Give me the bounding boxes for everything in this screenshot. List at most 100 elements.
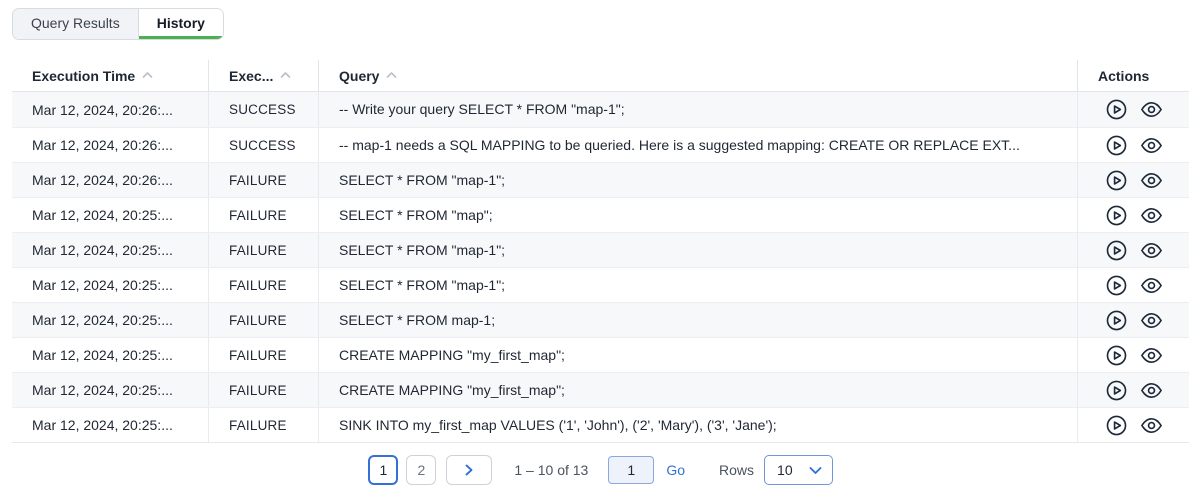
chevron-right-icon (465, 464, 473, 476)
rows-per-page-select[interactable]: 10 (764, 455, 833, 485)
page-button-2[interactable]: 2 (406, 455, 437, 485)
tab-query-results[interactable]: Query Results (13, 9, 139, 39)
rows-per-page-value: 10 (777, 462, 793, 478)
eye-icon (1140, 277, 1162, 293)
cell-execution-status: FAILURE (208, 198, 318, 232)
cell-actions (1077, 92, 1189, 127)
cell-actions (1077, 408, 1189, 442)
column-header-label: Execution Time (32, 67, 136, 84)
cell-execution-time: Mar 12, 2024, 20:25:... (32, 382, 173, 398)
cell-execution-status: FAILURE (208, 408, 318, 442)
view-details-button[interactable] (1140, 98, 1163, 121)
view-details-button[interactable] (1140, 239, 1163, 262)
cell-actions (1077, 268, 1189, 302)
table-row[interactable]: Mar 12, 2024, 20:25:... FAILURE SELECT *… (12, 302, 1189, 337)
cell-execution-time: Mar 12, 2024, 20:25:... (32, 347, 173, 363)
eye-icon (1140, 172, 1162, 188)
run-query-button[interactable] (1105, 414, 1128, 437)
tab-history[interactable]: History (138, 9, 223, 39)
cell-query: -- Write your query SELECT * FROM "map-1… (318, 92, 1077, 127)
run-query-button[interactable] (1105, 379, 1128, 402)
play-icon (1106, 135, 1126, 155)
run-query-button[interactable] (1105, 134, 1128, 157)
column-header-exec[interactable]: Exec... (208, 60, 318, 91)
cell-actions (1077, 128, 1189, 162)
column-header-label: Exec... (229, 67, 274, 84)
table-row[interactable]: Mar 12, 2024, 20:26:... FAILURE SELECT *… (12, 162, 1189, 197)
play-icon (1106, 415, 1126, 435)
eye-icon (1140, 137, 1162, 153)
play-icon (1106, 205, 1126, 225)
run-query-button[interactable] (1105, 239, 1128, 262)
table-row[interactable]: Mar 12, 2024, 20:25:... FAILURE SELECT *… (12, 267, 1189, 302)
cell-query: SELECT * FROM "map-1"; (318, 268, 1077, 302)
view-details-button[interactable] (1140, 134, 1163, 157)
sort-caret-icon (142, 71, 153, 79)
play-icon (1106, 310, 1126, 330)
view-details-button[interactable] (1140, 344, 1163, 367)
cell-execution-time: Mar 12, 2024, 20:25:... (32, 242, 173, 258)
table-row[interactable]: Mar 12, 2024, 20:25:... FAILURE SELECT *… (12, 197, 1189, 232)
column-header-query[interactable]: Query (318, 60, 1077, 91)
table-header-row: Execution Time Exec... Query Actions (12, 60, 1189, 92)
cell-actions (1077, 233, 1189, 267)
cell-actions (1077, 163, 1189, 197)
tab-bar: Query Results History (12, 8, 224, 40)
run-query-button[interactable] (1105, 309, 1128, 332)
table-row[interactable]: Mar 12, 2024, 20:25:... FAILURE CREATE M… (12, 372, 1189, 407)
cell-query: -- map-1 needs a SQL MAPPING to be queri… (318, 128, 1077, 162)
play-icon (1106, 240, 1126, 260)
query-history-table: Execution Time Exec... Query Actions Mar… (12, 60, 1189, 443)
cell-query: CREATE MAPPING "my_first_map"; (318, 338, 1077, 372)
column-header-label: Actions (1098, 67, 1150, 84)
column-header-execution-time[interactable]: Execution Time (12, 60, 208, 91)
next-page-button[interactable] (446, 455, 493, 485)
pagination: 1 2 1 – 10 of 13 Go Rows 10 (0, 455, 1201, 485)
rows-per-page-label: Rows (719, 462, 755, 478)
column-header-label: Query (339, 67, 380, 84)
cell-execution-status: SUCCESS (208, 92, 318, 127)
cell-query: SELECT * FROM "map-1"; (318, 233, 1077, 267)
eye-icon (1140, 207, 1162, 223)
cell-query: SINK INTO my_first_map VALUES ('1', 'Joh… (318, 408, 1077, 442)
play-icon (1106, 275, 1126, 295)
view-details-button[interactable] (1140, 204, 1163, 227)
cell-execution-status: FAILURE (208, 303, 318, 337)
view-details-button[interactable] (1140, 169, 1163, 192)
table-row[interactable]: Mar 12, 2024, 20:26:... SUCCESS -- Write… (12, 92, 1189, 127)
view-details-button[interactable] (1140, 379, 1163, 402)
goto-page-input[interactable] (608, 456, 655, 484)
table-row[interactable]: Mar 12, 2024, 20:26:... SUCCESS -- map-1… (12, 127, 1189, 162)
sort-caret-icon (386, 71, 397, 79)
table-body: Mar 12, 2024, 20:26:... SUCCESS -- Write… (12, 92, 1189, 442)
table-row[interactable]: Mar 12, 2024, 20:25:... FAILURE SELECT *… (12, 232, 1189, 267)
play-icon (1106, 99, 1126, 120)
view-details-button[interactable] (1140, 414, 1163, 437)
view-details-button[interactable] (1140, 274, 1163, 297)
table-row[interactable]: Mar 12, 2024, 20:25:... FAILURE CREATE M… (12, 337, 1189, 372)
cell-actions (1077, 303, 1189, 337)
table-row[interactable]: Mar 12, 2024, 20:25:... FAILURE SINK INT… (12, 407, 1189, 442)
run-query-button[interactable] (1105, 98, 1128, 121)
play-icon (1106, 380, 1126, 400)
run-query-button[interactable] (1105, 344, 1128, 367)
go-button[interactable]: Go (666, 462, 686, 478)
run-query-button[interactable] (1105, 204, 1128, 227)
run-query-button[interactable] (1105, 274, 1128, 297)
cell-execution-time: Mar 12, 2024, 20:25:... (32, 417, 173, 433)
view-details-button[interactable] (1140, 309, 1163, 332)
cell-query: CREATE MAPPING "my_first_map"; (318, 373, 1077, 407)
cell-execution-time: Mar 12, 2024, 20:25:... (32, 312, 173, 328)
run-query-button[interactable] (1105, 169, 1128, 192)
cell-actions (1077, 373, 1189, 407)
eye-icon (1140, 417, 1162, 433)
cell-query: SELECT * FROM "map"; (318, 198, 1077, 232)
cell-execution-status: FAILURE (208, 338, 318, 372)
play-icon (1106, 345, 1126, 365)
page-button-1[interactable]: 1 (368, 455, 399, 485)
cell-execution-status: FAILURE (208, 163, 318, 197)
cell-execution-time: Mar 12, 2024, 20:25:... (32, 277, 173, 293)
column-header-actions[interactable]: Actions (1077, 60, 1189, 91)
play-icon (1106, 170, 1126, 190)
cell-execution-status: SUCCESS (208, 128, 318, 162)
